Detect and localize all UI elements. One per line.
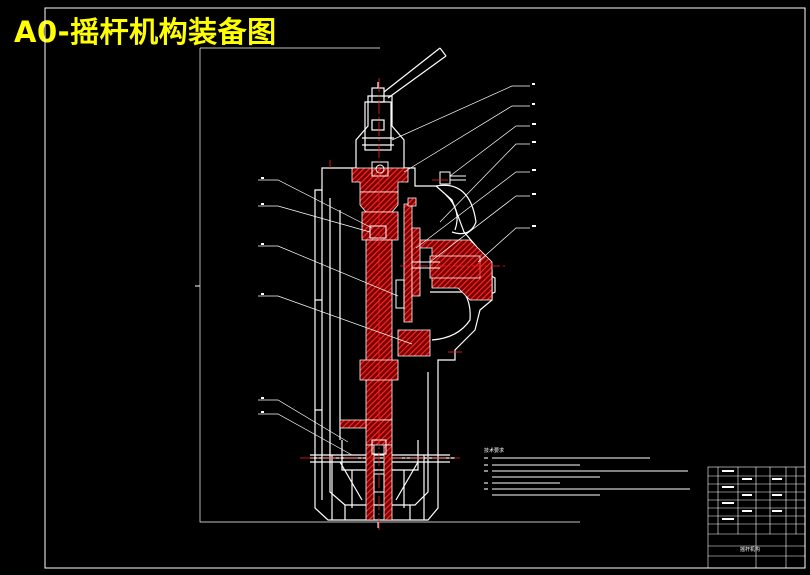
section-hatch bbox=[339, 167, 493, 521]
title-block bbox=[707, 466, 806, 569]
top-cap bbox=[362, 82, 394, 151]
technical-notes: 技术要求 bbox=[484, 447, 690, 496]
title-block-text-marks bbox=[722, 470, 782, 520]
handle-lever bbox=[383, 47, 447, 99]
callout-ticks bbox=[261, 83, 536, 413]
extent-box bbox=[199, 48, 580, 523]
title-block-name: 摇杆机构 bbox=[740, 546, 760, 553]
notes-heading: 技术要求 bbox=[484, 447, 504, 454]
leader-lines bbox=[258, 85, 530, 456]
centerlines bbox=[300, 78, 505, 530]
sheet-border bbox=[44, 7, 806, 569]
fasteners bbox=[369, 161, 466, 493]
frame-markers bbox=[195, 285, 379, 528]
drawing-title: A0-摇杆机构装备图 bbox=[14, 15, 277, 49]
